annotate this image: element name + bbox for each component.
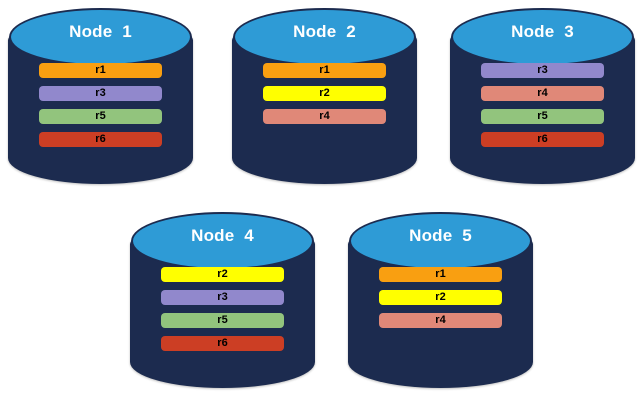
cylinder-top-ellipse	[9, 8, 192, 66]
shard-bar-r2[interactable]: r2	[379, 290, 502, 305]
shard-bar-r5[interactable]: r5	[481, 109, 604, 124]
shard-list: r1 r2 r4	[379, 267, 502, 328]
database-node-5[interactable]: Node 5 r1 r2 r4	[348, 212, 533, 388]
shard-bar-r6[interactable]: r6	[161, 336, 284, 351]
shard-bar-r1[interactable]: r1	[263, 63, 386, 78]
shard-bar-r5[interactable]: r5	[161, 313, 284, 328]
database-node-4[interactable]: Node 4 r2 r3 r5 r6	[130, 212, 315, 388]
shard-bar-r2[interactable]: r2	[263, 86, 386, 101]
shard-list: r1 r3 r5 r6	[39, 63, 162, 147]
shard-bar-r6[interactable]: r6	[481, 132, 604, 147]
shard-bar-r3[interactable]: r3	[161, 290, 284, 305]
node-title: Node 5	[409, 226, 472, 245]
shard-bar-r6[interactable]: r6	[39, 132, 162, 147]
shard-list: r1 r2 r4	[263, 63, 386, 124]
node-title: Node 1	[69, 22, 132, 41]
shard-list: r2 r3 r5 r6	[161, 267, 284, 351]
shard-bar-r3[interactable]: r3	[39, 86, 162, 101]
database-node-2[interactable]: Node 2 r1 r2 r4	[232, 8, 417, 184]
shard-list: r3 r4 r5 r6	[481, 63, 604, 147]
database-node-3[interactable]: Node 3 r3 r4 r5 r6	[450, 8, 635, 184]
shard-bar-r5[interactable]: r5	[39, 109, 162, 124]
database-node-1[interactable]: Node 1 r1 r3 r5 r6	[8, 8, 193, 184]
shard-bar-r4[interactable]: r4	[263, 109, 386, 124]
shard-bar-r1[interactable]: r1	[39, 63, 162, 78]
shard-bar-r2[interactable]: r2	[161, 267, 284, 282]
shard-bar-r3[interactable]: r3	[481, 63, 604, 78]
cylinder-top-ellipse	[233, 8, 416, 66]
shard-bar-r1[interactable]: r1	[379, 267, 502, 282]
cylinder-top-ellipse	[349, 212, 532, 270]
node-title: Node 2	[293, 22, 356, 41]
node-title: Node 4	[191, 226, 254, 245]
shard-bar-r4[interactable]: r4	[481, 86, 604, 101]
shard-bar-r4[interactable]: r4	[379, 313, 502, 328]
node-title: Node 3	[511, 22, 574, 41]
